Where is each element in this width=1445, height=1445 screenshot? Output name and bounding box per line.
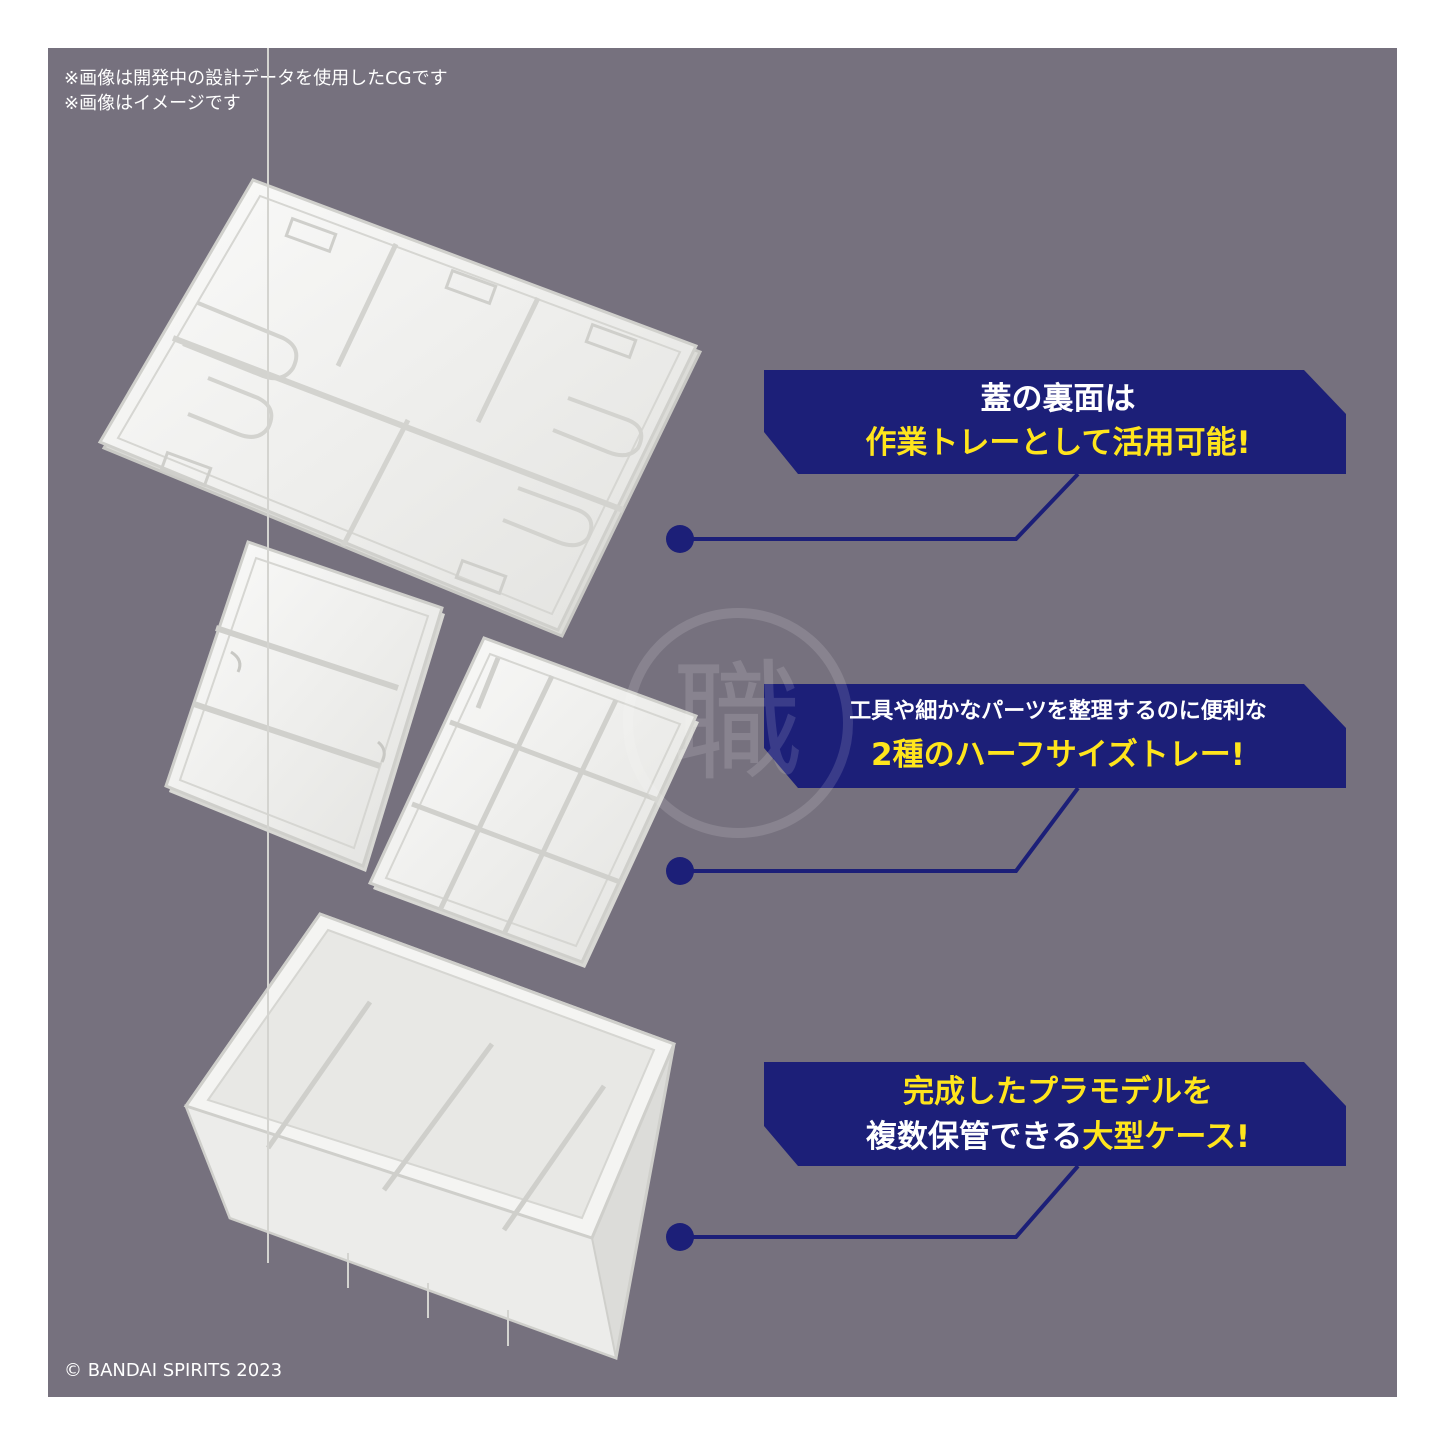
- callout-3-line-2-white: 複数保管できる: [866, 1119, 1083, 1155]
- callout-1-line-1: 蓋の裏面は: [980, 381, 1136, 417]
- leader-dot-icon: [666, 857, 694, 885]
- callout-2-line-2: 2種のハーフサイズトレー!: [871, 737, 1245, 773]
- callout-1-line-2: 作業トレーとして活用可能!: [865, 425, 1251, 461]
- callout-box-3: [764, 1062, 1346, 1166]
- copyright-text: © BANDAI SPIRITS 2023: [64, 1360, 283, 1381]
- leader-dot-icon: [666, 525, 694, 553]
- watermark-char: 職: [673, 647, 803, 799]
- disclaimer-notes: ※画像は開発中の設計データを使用したCGです ※画像はイメージです: [64, 66, 448, 116]
- half-tray-8-section-icon: [367, 636, 699, 968]
- callout-box-2: [764, 684, 1346, 788]
- product-illustration: [97, 48, 1346, 1361]
- callout-text-3: 完成したプラモデルを 複数保管できる大型ケース!: [778, 1070, 1338, 1160]
- disclaimer-line-2: ※画像はイメージです: [64, 93, 241, 114]
- leader-line-3: [666, 1164, 1080, 1251]
- watermark-logo: 職: [618, 603, 858, 843]
- callout-text-1: 蓋の裏面は 作業トレーとして活用可能!: [778, 378, 1338, 466]
- large-case-icon: [183, 48, 676, 1361]
- callout-text-2: 工具や細かなパーツを整理するのに便利な 2種のハーフサイズトレー!: [778, 692, 1338, 778]
- leader-dot-icon: [666, 1223, 694, 1251]
- half-tray-3-section-icon: [164, 540, 445, 872]
- disclaimer-line-1: ※画像は開発中の設計データを使用したCGです: [64, 68, 448, 89]
- product-panel: ※画像は開発中の設計データを使用したCGです ※画像はイメージです: [48, 48, 1397, 1397]
- leader-line-1: [666, 472, 1080, 553]
- lid-tray-icon: [97, 178, 703, 638]
- leader-line-2: [666, 786, 1080, 885]
- callout-box-1: [764, 370, 1346, 474]
- callout-3-line-2-yellow: 大型ケース!: [1082, 1119, 1250, 1155]
- callout-2-line-1: 工具や細かなパーツを整理するのに便利な: [849, 699, 1267, 724]
- callout-3-line-1: 完成したプラモデルを: [903, 1074, 1213, 1110]
